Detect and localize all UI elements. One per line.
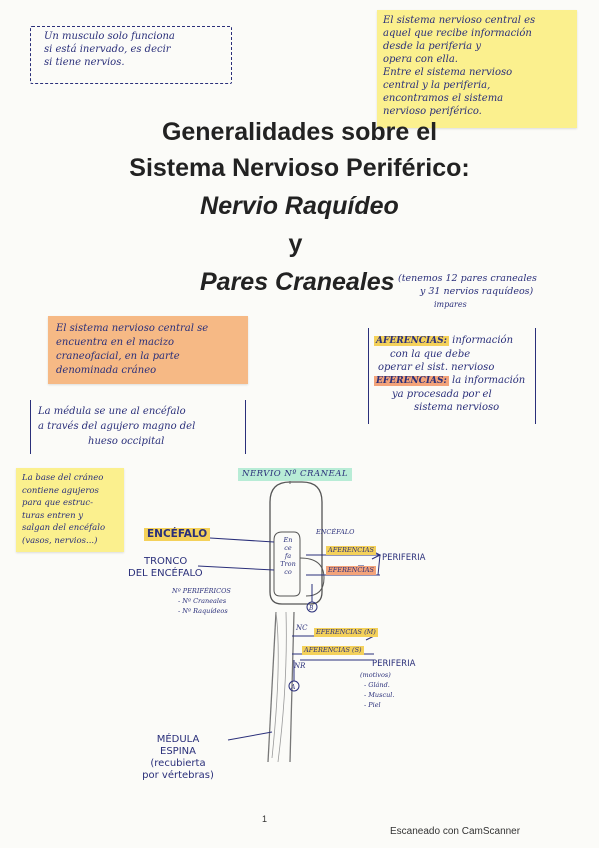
note-bracket: [30, 26, 232, 84]
annotation-line: impares: [434, 300, 467, 309]
inner-label: En ce fa Tron co: [278, 536, 298, 576]
label-nc: NC: [296, 624, 308, 632]
circle-label-a: A: [291, 684, 296, 691]
afferences-text: operar el sist. nervioso: [378, 362, 495, 373]
periferia-sub-line: - Piel: [364, 701, 381, 709]
sticky-note-cranium: El sistema nervioso central se encuentra…: [48, 316, 248, 384]
page-title-line-2: Sistema Nervioso Periférico:: [129, 154, 470, 182]
afferences-label: AFERENCIAS:: [374, 336, 449, 346]
label-periferia-sublist: (motivos) - Glánd. - Muscul. - Piel: [360, 670, 394, 710]
note-line: contiene agujeros: [22, 485, 99, 496]
note-line: denominada cráneo: [56, 365, 157, 376]
note-line: (vasos, nervios...): [22, 535, 98, 546]
page-title-line-4: y: [288, 230, 303, 258]
label-eferencias-lower: EFERENCIAS (M): [314, 628, 378, 637]
label-aferencias-upper: AFERENCIAS: [326, 546, 376, 555]
nerve-list-line: - Nº Raquídeos: [178, 607, 228, 615]
efferences-label: EFERENCIAS:: [374, 376, 449, 386]
note-line: para que estruc-: [22, 498, 93, 508]
note-medulla: La médula se une al encéfalo a través de…: [30, 400, 250, 456]
page-title-line-1: Generalidades sobre el: [161, 118, 438, 146]
inner-label-line: En: [283, 536, 293, 544]
nerve-list-line: Nº PERIFÉRICOS: [172, 587, 231, 595]
note-line: Un musculo solo funciona: [44, 31, 175, 42]
note-line: Entre el sistema nervioso: [383, 67, 513, 78]
note-line: a través del agujero magno del: [38, 421, 196, 432]
page-title-line-5: Pares Craneales: [200, 268, 395, 296]
label-medula: MÉDULA ESPINA (recubierta por vértebras): [118, 734, 238, 782]
nervous-system-diagram: NERVIO Nº CRANEAL ENCÉFALO ENCÉFALO TRON…: [110, 462, 590, 792]
label-medula-line: ESPINA: [160, 746, 196, 757]
efferences-text: ya procesada por el: [392, 389, 492, 400]
inner-label-line: ce: [284, 544, 292, 552]
note-line: hueso occipital: [88, 436, 165, 447]
label-nerve-list: Nº PERIFÉRICOS - Nº Craneales - Nº Raquí…: [172, 586, 231, 616]
sticky-note-snc: El sistema nervioso central es aquel que…: [377, 10, 577, 128]
efferences-text: la información: [452, 375, 526, 386]
page-title-line-3: Nervio Raquídeo: [200, 192, 399, 220]
page-number: 1: [262, 814, 268, 824]
label-aferencias-lower: AFERENCIAS (S): [302, 646, 364, 655]
note-line: La base del cráneo: [22, 473, 104, 483]
inner-label-line: fa: [284, 552, 292, 560]
periferia-sub-line: - Muscul.: [364, 691, 395, 699]
label-eferencias-upper: EFERENCIAS: [326, 566, 377, 575]
note-line: El sistema nervioso central es: [383, 15, 536, 26]
note-line: craneofacial, en la parte: [56, 351, 180, 362]
label-medula-line: (recubierta: [150, 758, 206, 769]
note-line: salgan del encéfalo: [22, 523, 106, 533]
label-encefalo-highlight: ENCÉFALO: [144, 528, 211, 541]
note-line: encontramos el sistema: [383, 93, 504, 104]
label-medula-line: por vértebras): [142, 770, 214, 781]
note-line: opera con ella.: [383, 54, 458, 65]
label-medula-line: MÉDULA: [156, 734, 200, 745]
inner-label-line: co: [284, 568, 292, 576]
label-nr: NR: [294, 662, 306, 670]
note-line: central y la periferia,: [383, 80, 491, 91]
inner-label-line: Tron: [280, 560, 296, 568]
scanner-watermark: Escaneado con CamScanner: [390, 826, 521, 837]
note-bracket: [368, 328, 536, 424]
note-line: desde la periferia y: [383, 41, 481, 52]
efferences-text: sistema nervioso: [414, 402, 500, 413]
note-line: encuentra en el macizo: [56, 337, 175, 348]
note-line: turas entren y: [22, 510, 84, 521]
title-annotation: (tenemos 12 pares craneales y 31 nervios…: [398, 272, 588, 311]
note-afferences-efferences: AFERENCIAS: información con la que debe …: [368, 328, 538, 428]
label-tronco: TRONCO DEL ENCÉFALO: [128, 556, 203, 580]
annotation-line: y 31 nervios raquídeos): [420, 286, 534, 297]
periferia-sub-line: - Glánd.: [364, 681, 390, 689]
note-line: aquel que recibe información: [383, 28, 532, 39]
afferences-text: con la que debe: [390, 349, 471, 360]
note-line: El sistema nervioso central se: [56, 323, 209, 334]
label-tronco-line: DEL ENCÉFALO: [128, 568, 203, 579]
afferences-text: información: [452, 335, 514, 346]
note-line: La médula se une al encéfalo: [38, 406, 186, 417]
label-periferia-upper: PERIFERIA: [382, 553, 426, 563]
note-bracket: [30, 400, 246, 454]
label-cranial-nerve: NERVIO Nº CRANEAL: [238, 468, 353, 481]
note-line: si está inervado, es decir: [44, 44, 171, 55]
nerve-list-line: - Nº Craneales: [178, 597, 227, 605]
note-muscle-innervation: Un musculo solo funciona si está inervad…: [30, 26, 235, 84]
note-line: si tiene nervios.: [44, 57, 125, 68]
label-tronco-line: TRONCO: [144, 556, 188, 567]
sticky-note-skull-base: La base del cráneo contiene agujeros par…: [16, 468, 124, 552]
annotation-line: (tenemos 12 pares craneales: [398, 273, 537, 284]
label-encefalo-small: ENCÉFALO: [316, 528, 355, 536]
periferia-sub-line: (motivos): [360, 671, 391, 679]
circle-label-b: B: [309, 605, 314, 612]
label-periferia-lower: PERIFERIA: [372, 659, 416, 669]
note-line: nervioso periférico.: [383, 106, 482, 117]
